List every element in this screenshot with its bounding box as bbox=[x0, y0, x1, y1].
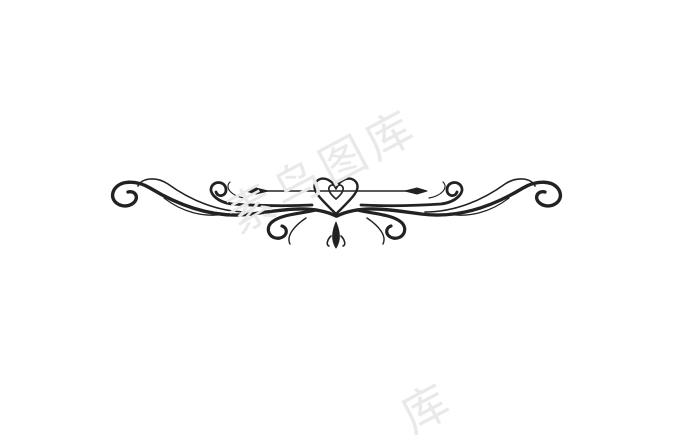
center-pendant bbox=[326, 221, 346, 249]
center-heart bbox=[313, 177, 359, 216]
canvas: 素鸟图库 库 bbox=[110, 98, 563, 444]
center-rule bbox=[245, 187, 428, 195]
flourish-divider-icon bbox=[110, 177, 563, 249]
right-scrollwork bbox=[335, 178, 563, 245]
left-scrollwork bbox=[110, 178, 338, 245]
